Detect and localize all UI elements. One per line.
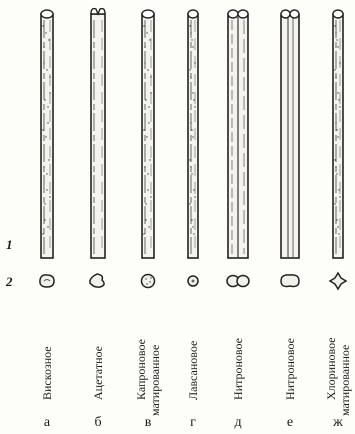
fiber-1-cross-section — [40, 275, 54, 287]
fiber-6-name: Нитроновое — [284, 338, 296, 400]
fiber-6-letter: е — [280, 415, 300, 431]
fiber-2-letter: б — [88, 415, 108, 431]
fiber-7-name-line2: матированное — [339, 345, 351, 416]
fiber-1-longitudinal — [41, 10, 53, 258]
fiber-2-name: Ацетатное — [92, 346, 104, 400]
fiber-7-name-line1: Хлориновое — [325, 337, 337, 400]
fiber-6-longitudinal — [281, 10, 299, 258]
fiber-1-name: Вискозное — [41, 346, 53, 400]
fiber-3-name-line1: Капроновое — [135, 339, 147, 400]
fiber-2-cross-section — [90, 274, 104, 287]
fiber-4-name: Лавсановое — [187, 341, 199, 400]
fiber-5-name: Нитроновое — [232, 338, 244, 400]
fiber-4-longitudinal — [188, 10, 198, 258]
row-label-cross-section: 2 — [6, 274, 13, 290]
fiber-5-cross-section — [227, 276, 249, 287]
fiber-5-longitudinal — [228, 10, 248, 258]
fiber-7-longitudinal — [333, 10, 343, 258]
fiber-3-longitudinal — [142, 10, 154, 258]
fiber-3-name-line2: матированное — [149, 345, 161, 416]
fiber-7-cross-section — [330, 273, 346, 289]
fiber-2-longitudinal — [91, 9, 105, 258]
fiber-4-letter: г — [183, 415, 203, 431]
fiber-4-cross-section — [188, 276, 198, 286]
fiber-7-letter: ж — [328, 415, 348, 431]
row-label-longitudinal: 1 — [6, 237, 13, 253]
fiber-1-letter: а — [37, 415, 57, 431]
fiber-3-letter: в — [138, 415, 158, 431]
fiber-5-letter: д — [228, 415, 248, 431]
fiber-3-cross-section — [142, 275, 155, 288]
fiber-6-cross-section — [281, 275, 299, 287]
